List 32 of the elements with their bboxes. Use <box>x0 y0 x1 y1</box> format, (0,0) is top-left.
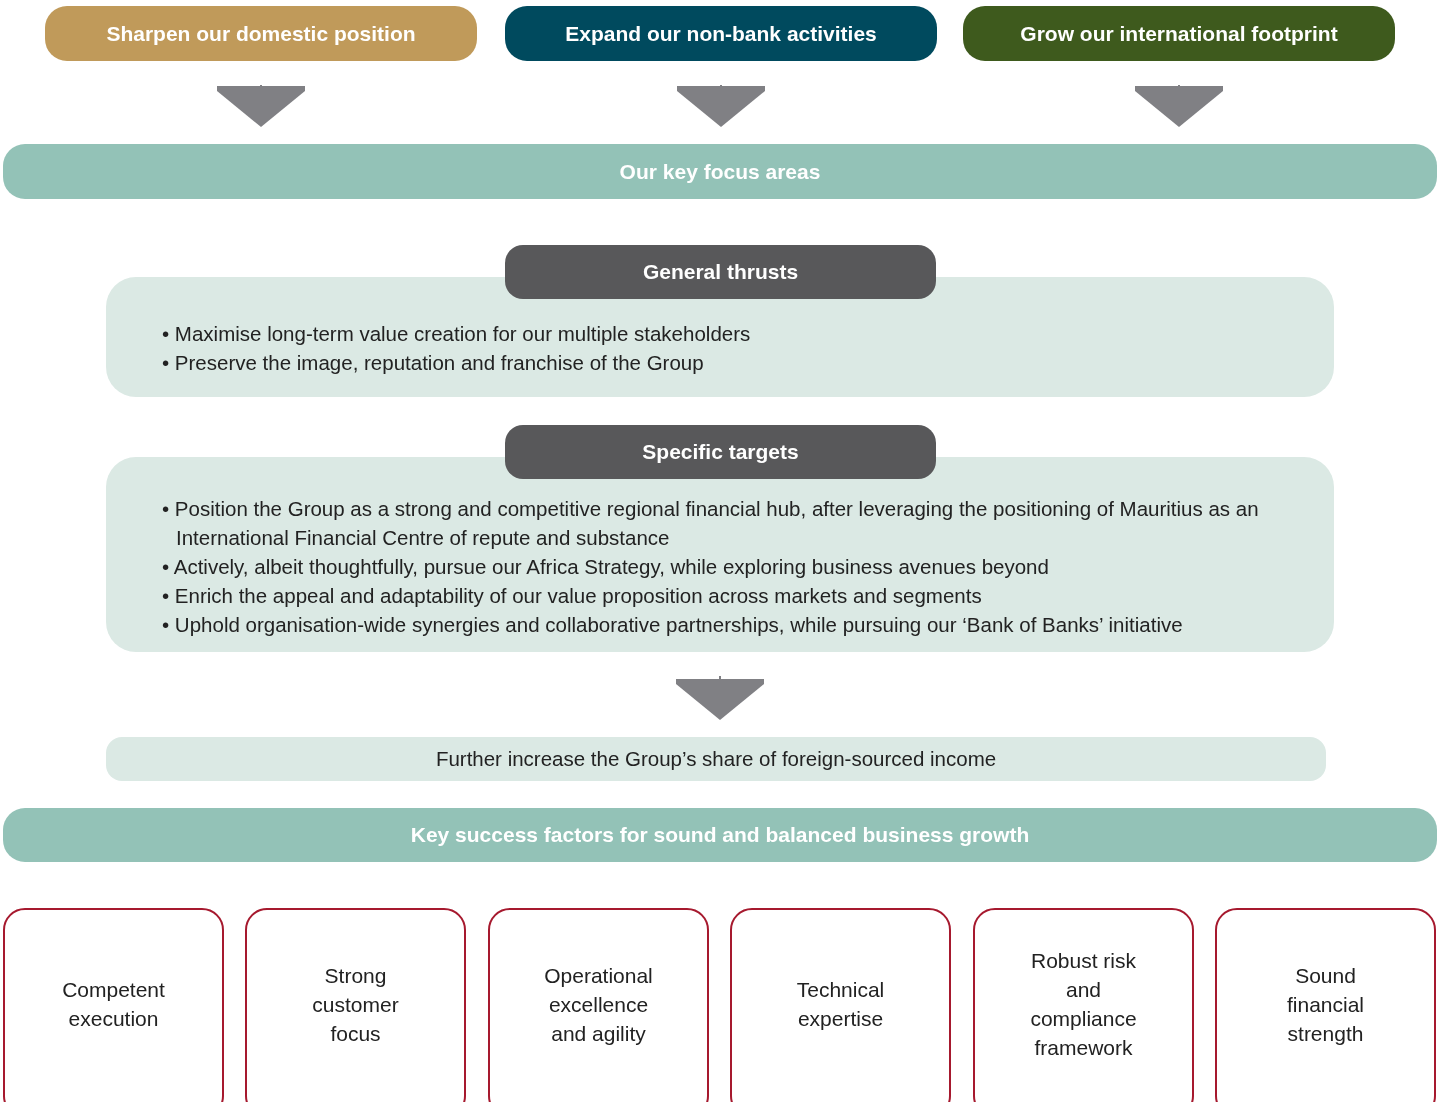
factor-label: Strong customer focus <box>311 962 400 1047</box>
factor-label: Operational excellence and agility <box>543 962 654 1047</box>
factor-label: Competent execution <box>61 977 166 1032</box>
heading-text: Sharpen our domestic position <box>106 21 416 46</box>
goal-pill <box>45 6 477 61</box>
panel-heading: General thrusts <box>505 245 936 299</box>
section-banner <box>3 144 1437 199</box>
bullet-item: • Position the Group as a strong and competitive regional financial hub, after leveraging the positioning of Mauritius as an International Financial Centre of repute and substance <box>162 496 1260 551</box>
goal-pill <box>963 6 1395 61</box>
heading-text: Grow our international footprint <box>1020 21 1338 46</box>
factor-label: Technical expertise <box>795 977 886 1032</box>
factor-box <box>1215 908 1436 1102</box>
panel-heading: Specific targets <box>505 425 936 479</box>
factor-box <box>973 908 1194 1102</box>
bullet-item: • Maximise long-term value creation for our multiple stakeholders <box>162 321 752 347</box>
factor-label: Robust risk and compliance framework <box>1029 948 1138 1061</box>
bullet-item: • Uphold organisation-wide synergies and collaborative partnerships, while pursuing our ‘Bank of Banks’ initiative <box>162 612 1184 638</box>
heading-text: Further increase the Group’s share of foreign-sourced income <box>435 747 997 771</box>
heading-text: Our key focus areas <box>619 159 821 184</box>
factor-box <box>3 908 224 1102</box>
goal-pill <box>505 6 937 61</box>
bullet-item: • Preserve the image, reputation and franchise of the Group <box>162 350 705 376</box>
section-banner <box>3 808 1437 862</box>
factor-box <box>245 908 466 1102</box>
outcome-bar <box>106 737 1326 781</box>
bullet-item: • Enrich the appeal and adaptability of our value proposition across markets and segments <box>162 583 983 609</box>
factor-label: Sound financial strength <box>1285 962 1366 1047</box>
factor-box <box>488 908 709 1102</box>
bullet-item: • Actively, albeit thoughtfully, pursue our Africa Strategy, while exploring business avenues beyond <box>162 554 1050 580</box>
heading-text: Expand our non-bank activities <box>565 21 877 46</box>
factor-box <box>730 908 951 1102</box>
heading-text: Key success factors for sound and balanced business growth <box>410 823 1030 847</box>
